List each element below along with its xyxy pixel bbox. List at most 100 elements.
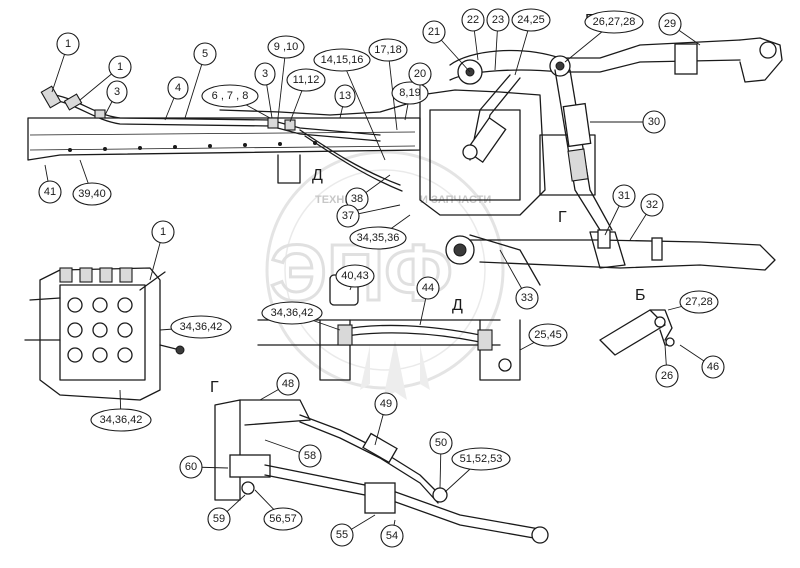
callout-bubble — [298, 444, 322, 468]
callout-c49: 49 — [374, 392, 398, 446]
callout-label: 22 — [467, 14, 479, 26]
callout-label: 49 — [380, 398, 392, 410]
view-letter-b-side: Б — [635, 287, 646, 304]
leader-line — [341, 59, 386, 161]
callout-label: 23 — [492, 14, 504, 26]
callout-bubble — [276, 372, 300, 396]
callout-c262728: 26,27,28 — [564, 10, 644, 63]
callout-label: 60 — [185, 461, 197, 473]
callout-c30: 30 — [590, 110, 666, 134]
callout-bubble — [408, 62, 432, 86]
callout-bubble — [391, 81, 429, 105]
callout-bubble — [486, 8, 510, 32]
callout-label: 20 — [414, 68, 426, 80]
callout-c1112: 11,12 — [286, 68, 326, 123]
callout-label: 39,40 — [78, 188, 106, 200]
callout-bubble — [612, 184, 636, 208]
view-letter-g-top: Г — [558, 209, 567, 226]
callout-label: 37 — [342, 210, 354, 222]
callout-c4: 4 — [164, 76, 189, 121]
callout-c55: 55 — [330, 514, 376, 547]
callout-label: 1 — [117, 61, 123, 73]
callout-c38: 38 — [345, 174, 391, 211]
callout-label: 38 — [351, 193, 363, 205]
view-letter-g-side: Г — [210, 379, 219, 396]
callout-c48: 48 — [259, 372, 300, 401]
callout-label: 50 — [435, 437, 447, 449]
callout-label: 4 — [175, 82, 181, 94]
callout-label: 54 — [386, 530, 398, 542]
callout-c343642c: 34,36,42 — [90, 389, 152, 432]
callout-c5657: 56,57 — [254, 489, 303, 531]
control-valve-block — [24, 267, 185, 401]
callout-bubble — [56, 32, 80, 56]
callout-bubble — [451, 447, 511, 471]
callout-bubble — [108, 55, 132, 79]
callout-label: 6 , 7 , 8 — [212, 90, 249, 102]
callout-bubble — [313, 48, 371, 72]
callout-c4043: 40,43 — [335, 264, 375, 291]
callout-label: 1 — [65, 38, 71, 50]
callout-c3b: 3 — [254, 62, 276, 119]
callout-label: 26 — [661, 370, 673, 382]
callout-label: 8,19 — [399, 87, 420, 99]
callout-c343642a: 34,36,42 — [261, 301, 341, 331]
callout-bubble — [349, 226, 407, 250]
callout-c1c: 1 — [149, 220, 175, 281]
callout-bubble — [330, 523, 354, 547]
callout-c41: 41 — [38, 164, 62, 204]
tractor-frame — [27, 85, 421, 192]
detail-view-b — [599, 309, 675, 356]
callout-c3a: 3 — [104, 80, 128, 116]
callout-bubble — [640, 193, 664, 217]
callout-bubble — [655, 364, 679, 388]
callout-bubble — [422, 20, 446, 44]
callout-label: 59 — [213, 513, 225, 525]
callout-c37: 37 — [336, 204, 401, 228]
callout-label: 9 ,10 — [274, 41, 298, 53]
view-letter-d-mid: Д — [452, 297, 463, 314]
callout-c26: 26 — [655, 344, 679, 388]
callout-bubble — [334, 84, 356, 108]
callout-label: 46 — [707, 361, 719, 373]
callout-c343642b: 34,36,42 — [159, 315, 232, 339]
callout-bubble — [429, 431, 453, 455]
callout-c515253: 51,52,53 — [444, 447, 511, 493]
callout-label: 32 — [646, 199, 658, 211]
callout-bubble — [201, 84, 259, 108]
callout-c13: 13 — [334, 84, 356, 119]
callout-c910: 9 ,10 — [267, 35, 305, 119]
callout-bubble — [170, 315, 232, 339]
callout-c819: 8,19 — [391, 81, 429, 121]
callout-label: 41 — [44, 186, 56, 198]
callout-label: 34,35,36 — [357, 232, 400, 244]
callout-bubble — [374, 392, 398, 416]
callout-bubble — [679, 290, 719, 314]
callout-label: 33 — [521, 292, 533, 304]
callout-c54: 54 — [380, 519, 404, 548]
callout-c5: 5 — [184, 42, 217, 119]
callout-label: 30 — [648, 116, 660, 128]
callout-label: 27,28 — [685, 296, 713, 308]
callout-c46: 46 — [679, 344, 725, 379]
callout-label: 40,43 — [341, 270, 369, 282]
callout-bubble — [658, 12, 682, 36]
callout-bubble — [335, 264, 375, 288]
callout-label: 5 — [202, 48, 208, 60]
callout-bubble — [267, 35, 305, 59]
callout-label: 3 — [262, 68, 268, 80]
callout-label: 1 — [160, 226, 166, 238]
callout-c33: 33 — [499, 249, 539, 310]
view-letter-d-top: Д — [312, 167, 323, 184]
callout-bubble — [38, 180, 62, 204]
callout-bubble — [72, 182, 112, 206]
callout-label: 17,18 — [374, 44, 402, 56]
callout-bubble — [515, 286, 539, 310]
callout-bubble — [167, 76, 189, 100]
callout-label: 51,52,53 — [460, 453, 503, 465]
callout-label: 14,15,16 — [321, 54, 364, 66]
callout-label: 58 — [304, 450, 316, 462]
callout-c2728: 27,28 — [667, 290, 719, 314]
callout-label: 13 — [339, 90, 351, 102]
